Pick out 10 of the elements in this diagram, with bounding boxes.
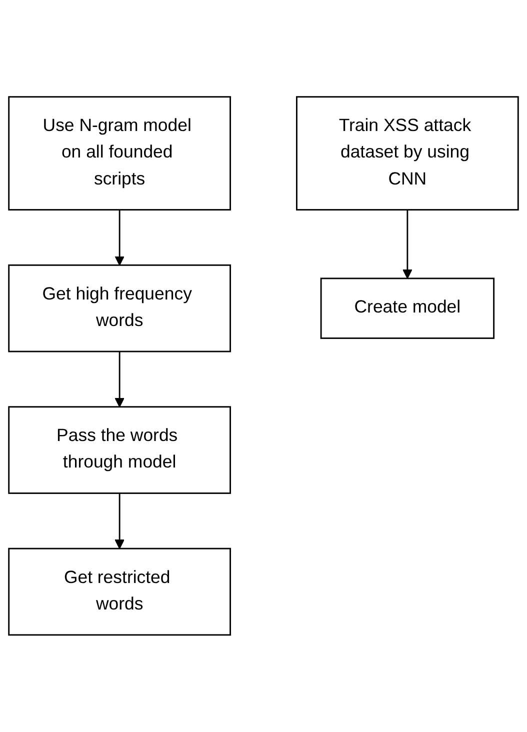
arrow	[114, 210, 124, 266]
node-box: Use N-gram model on all founded scripts	[8, 96, 231, 211]
node-box: Pass the words through model	[8, 406, 231, 494]
arrow	[114, 493, 124, 550]
node-box: Train XSS attack dataset by using CNN	[296, 96, 519, 211]
arrow	[402, 210, 412, 279]
node-box: Create model	[320, 278, 495, 340]
arrow	[114, 352, 124, 408]
node-box: Get restricted words	[8, 548, 231, 636]
node-box: Get high frequency words	[8, 264, 231, 352]
